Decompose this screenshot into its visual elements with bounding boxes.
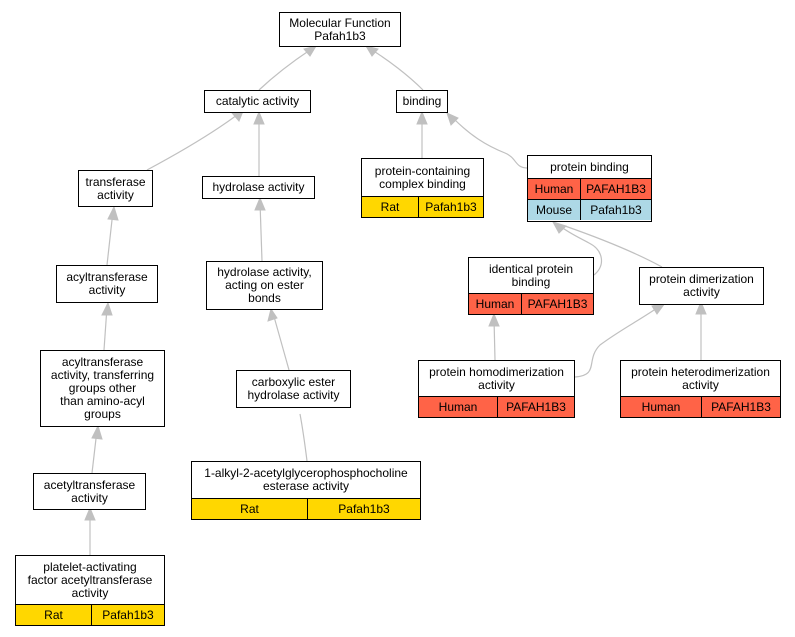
arrowhead xyxy=(551,221,567,234)
node-label: acetyltransferase activity xyxy=(43,477,136,505)
edge-homodimer-to-dimerization xyxy=(574,305,661,378)
node-identical-protein-binding[interactable]: identical protein binding Human PAFAH1B3 xyxy=(468,257,594,315)
arrowhead xyxy=(254,196,266,211)
node-label: protein binding xyxy=(550,159,629,174)
node-protein-dimerization-activity[interactable]: protein dimerization activity xyxy=(639,267,764,305)
gene-cell: Pafah1b3 xyxy=(580,200,651,220)
edge-binding-to-molecular-function xyxy=(371,49,424,91)
node-label: hydrolase activity, acting on ester bond… xyxy=(217,265,312,305)
edge-identical-to-protein-binding xyxy=(559,225,602,276)
species-cell: Mouse xyxy=(528,200,580,220)
node-label: acyltransferase activity xyxy=(66,270,148,297)
arrowhead xyxy=(91,424,103,440)
edge-acyltransferase-to-transferase xyxy=(106,210,114,266)
arrowhead xyxy=(84,506,96,521)
node-molecular-function[interactable]: Molecular Function Pafah1b3 xyxy=(279,12,401,47)
node-alkyl-acetylglycerophosphocholine-esterase[interactable]: 1-alkyl-2-acetylglycerophosphocholine es… xyxy=(191,461,421,520)
node-label: protein dimerization activity xyxy=(649,272,754,299)
species-cell: Human xyxy=(621,397,701,417)
annotation-row: Human PAFAH1B3 xyxy=(419,396,574,417)
arrowhead xyxy=(267,307,278,322)
edge-carboxylic-to-ester-bonds xyxy=(272,312,290,371)
node-label: identical protein binding xyxy=(488,261,574,289)
annotation-row: Mouse Pafah1b3 xyxy=(528,199,651,220)
species-cell: Human xyxy=(469,294,521,314)
edge-transferase-to-catalytic xyxy=(146,114,238,171)
node-protein-homodimerization-activity[interactable]: protein homodimerization activity Human … xyxy=(418,360,575,418)
gene-cell: PAFAH1B3 xyxy=(497,397,574,417)
node-acyltransferase-activity[interactable]: acyltransferase activity xyxy=(56,265,158,303)
node-catalytic-activity[interactable]: catalytic activity xyxy=(204,90,311,113)
edge-catalytic-to-molecular-function xyxy=(258,49,311,91)
node-label: protein heterodimerization activity xyxy=(631,364,770,392)
gene-cell: Pafah1b3 xyxy=(418,197,483,217)
arrowhead xyxy=(416,110,428,125)
node-hydrolase-activity-ester-bonds[interactable]: hydrolase activity, acting on ester bond… xyxy=(206,261,323,310)
species-cell: Rat xyxy=(362,197,418,217)
species-cell: Human xyxy=(419,397,497,417)
edge-protein-binding-to-binding xyxy=(452,117,528,169)
node-carboxylic-ester-hydrolase[interactable]: carboxylic ester hydrolase activity xyxy=(236,370,351,408)
arrowhead xyxy=(695,300,707,315)
node-label: protein homodimerization activity xyxy=(429,364,564,392)
annotation-row: Human PAFAH1B3 xyxy=(621,396,780,417)
node-label: transferase activity xyxy=(85,174,146,202)
node-protein-containing-complex-binding[interactable]: protein-containing complex binding Rat P… xyxy=(361,158,484,218)
edge-dimerization-to-protein-binding xyxy=(564,225,663,268)
node-label: Molecular Function Pafah1b3 xyxy=(289,15,391,43)
node-label: catalytic activity xyxy=(215,94,300,108)
arrowhead xyxy=(446,112,459,126)
gene-cell: PAFAH1B3 xyxy=(701,397,780,417)
node-protein-heterodimerization-activity[interactable]: protein heterodimerization activity Huma… xyxy=(620,360,781,418)
annotation-row: Rat Pafah1b3 xyxy=(192,498,420,519)
node-label: acyltransferase activity, transferring g… xyxy=(50,355,155,421)
species-cell: Rat xyxy=(192,499,307,519)
arrowhead xyxy=(488,312,500,327)
gene-cell: PAFAH1B3 xyxy=(521,294,593,314)
edge-ester-bonds-to-hydrolase xyxy=(259,201,263,262)
node-label: protein-containing complex binding xyxy=(374,163,471,191)
arrowhead xyxy=(253,110,265,125)
annotation-row: Human PAFAH1B3 xyxy=(469,293,593,314)
node-protein-binding[interactable]: protein binding Human PAFAH1B3 Mouse Paf… xyxy=(527,155,652,222)
node-label: binding xyxy=(402,94,442,108)
node-label: carboxylic ester hydrolase activity xyxy=(247,375,340,402)
arrowhead xyxy=(101,301,113,316)
node-acetyltransferase-activity[interactable]: acetyltransferase activity xyxy=(33,473,146,510)
gene-cell: Pafah1b3 xyxy=(307,499,420,519)
node-hydrolase-activity[interactable]: hydrolase activity xyxy=(202,176,315,199)
node-paf-acetyltransferase[interactable]: platelet-activating factor acetyltransfe… xyxy=(15,555,165,626)
species-cell: Human xyxy=(528,179,580,199)
gene-cell: PAFAH1B3 xyxy=(580,179,651,199)
annotation-row: Rat Pafah1b3 xyxy=(16,604,164,625)
arrowhead xyxy=(303,45,318,57)
annotation-row: Rat Pafah1b3 xyxy=(362,196,483,217)
node-binding[interactable]: binding xyxy=(396,90,448,113)
species-cell: Rat xyxy=(16,605,91,625)
node-label: hydrolase activity xyxy=(212,180,305,194)
node-acyltransferase-non-aminoacyl[interactable]: acyltransferase activity, transferring g… xyxy=(40,350,165,427)
node-transferase-activity[interactable]: transferase activity xyxy=(78,170,153,207)
node-label: 1-alkyl-2-acetylglycerophosphocholine es… xyxy=(204,466,408,493)
node-label: platelet-activating factor acetyltransfe… xyxy=(27,559,153,600)
gene-cell: Pafah1b3 xyxy=(91,605,164,625)
arrowhead xyxy=(364,45,379,57)
annotation-row: Human PAFAH1B3 xyxy=(528,178,651,199)
edge-esterase-to-carboxylic xyxy=(299,413,308,462)
arrowhead xyxy=(107,205,119,221)
